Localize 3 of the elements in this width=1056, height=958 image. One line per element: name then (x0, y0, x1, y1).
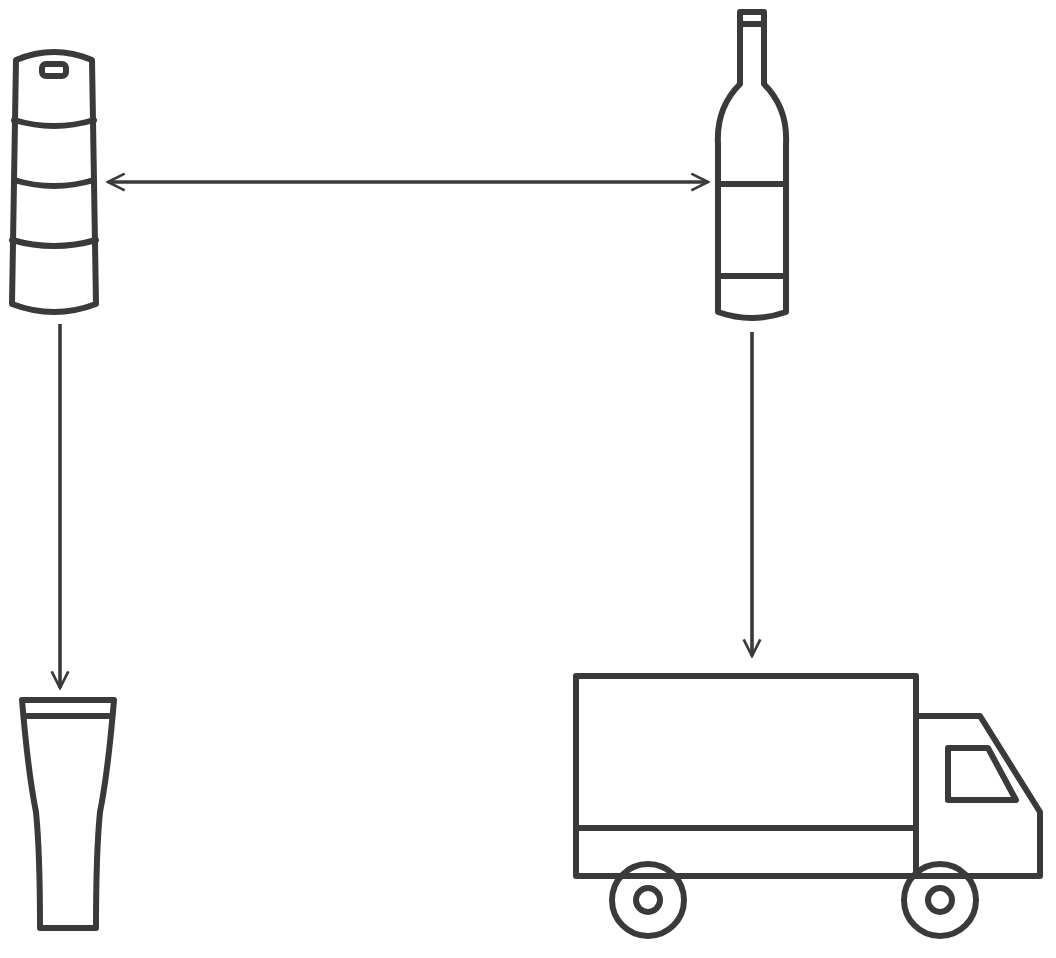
arrow (50, 324, 70, 690)
double-arrow (106, 172, 710, 192)
arrow (742, 332, 762, 658)
